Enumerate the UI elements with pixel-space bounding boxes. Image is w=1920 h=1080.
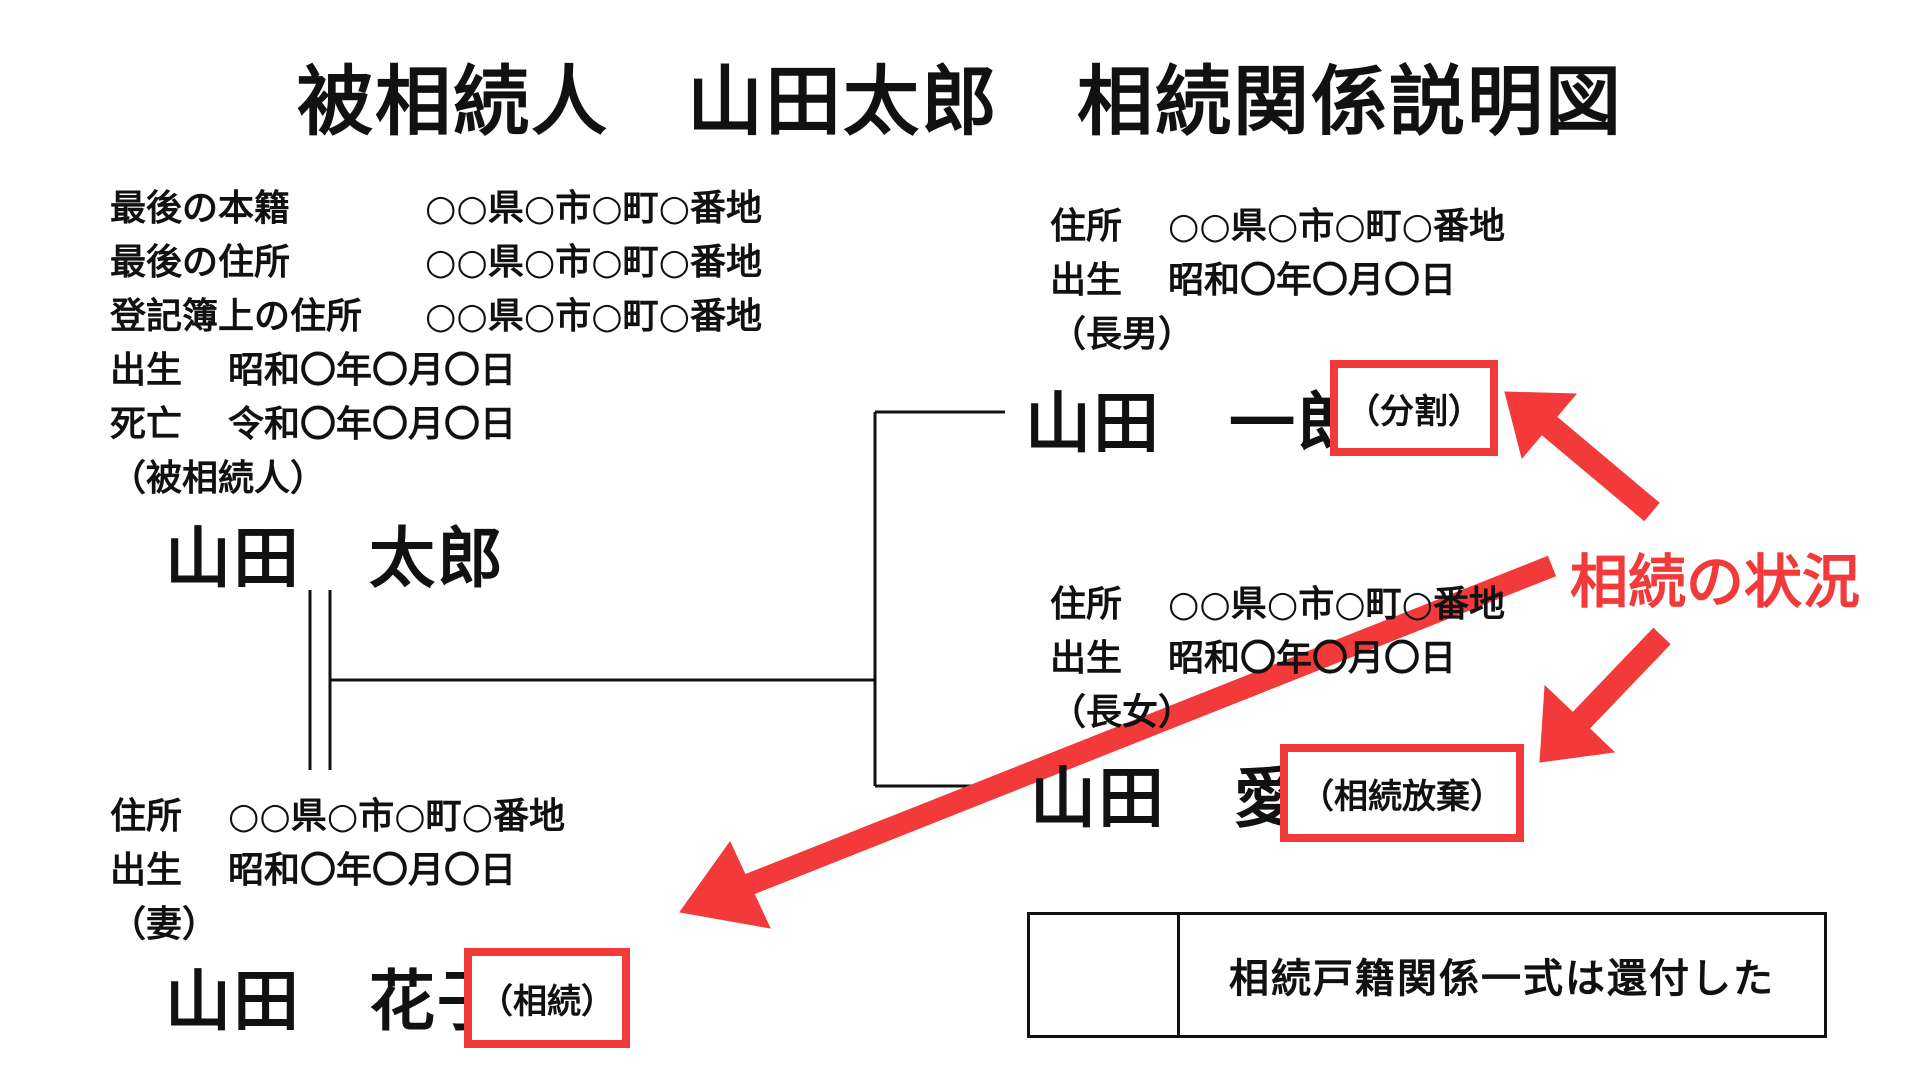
birth-value: 昭和〇年〇月〇日 (1168, 638, 1457, 679)
son-info: 住所 ○○県○市○町○番地 出生 昭和〇年〇月〇日 （長男） (1050, 200, 1505, 362)
row-label: 登記簿上の住所 (110, 296, 363, 337)
daughter-name: 山田 愛 (1030, 760, 1302, 837)
decedent-row: 登記簿上の住所 ○○県○市○町○番地 (110, 290, 762, 344)
row-value: 令和〇年〇月〇日 (228, 404, 517, 445)
son-birth-row: 出生 昭和〇年〇月〇日 (1050, 254, 1505, 308)
daughter-status-box: （相続放棄） (1280, 744, 1524, 842)
son-name: 山田 一郎 (1025, 385, 1365, 462)
row-label: 最後の住所 (110, 242, 291, 283)
decedent-relation: （被相続人） (110, 458, 327, 499)
stamp-box: 相続戸籍関係一式は還付した (1027, 912, 1827, 1038)
decedent-name: 山田 太郎 (165, 520, 505, 597)
daughter-relation: （長女） (1050, 692, 1195, 733)
arrow-to-daughter (1539, 627, 1671, 763)
son-status-box: （分割） (1330, 360, 1498, 456)
row-value: ○○県○市○町○番地 (425, 296, 763, 337)
decedent-row: 出生 昭和〇年〇月〇日 (110, 344, 762, 398)
wife-relation: （妻） (110, 904, 219, 945)
arrow-to-son (1504, 391, 1660, 522)
stamp-note: 相続戸籍関係一式は還付した (1229, 956, 1775, 1002)
daughter-info: 住所 ○○県○市○町○番地 出生 昭和〇年〇月〇日 （長女） (1050, 578, 1505, 740)
decedent-row: 最後の本籍 ○○県○市○町○番地 (110, 182, 762, 236)
address-label: 住所 (1050, 584, 1123, 625)
seal-cell (1030, 915, 1180, 1035)
page-title: 被相続人 山田太郎 相続関係説明図 (297, 57, 1623, 146)
daughter-address-row: 住所 ○○県○市○町○番地 (1050, 578, 1505, 632)
annotation-label: 相続の状況 (1570, 548, 1861, 616)
address-label: 住所 (1050, 206, 1123, 247)
address-value: ○○県○市○町○番地 (228, 796, 566, 837)
address-value: ○○県○市○町○番地 (1168, 584, 1506, 625)
row-value: ○○県○市○町○番地 (425, 188, 763, 229)
wife-birth-row: 出生 昭和〇年〇月〇日 (110, 844, 565, 898)
wife-status-box: （相続） (464, 948, 630, 1048)
birth-value: 昭和〇年〇月〇日 (1168, 260, 1457, 301)
row-label: 最後の本籍 (110, 188, 291, 229)
decedent-info: 最後の本籍 ○○県○市○町○番地 最後の住所 ○○県○市○町○番地 登記簿上の住… (110, 182, 762, 506)
daughter-birth-row: 出生 昭和〇年〇月〇日 (1050, 632, 1505, 686)
decedent-row: 死亡 令和〇年〇月〇日 (110, 398, 762, 452)
wife-address-row: 住所 ○○県○市○町○番地 (110, 790, 565, 844)
birth-label: 出生 (1050, 638, 1123, 679)
row-value: 昭和〇年〇月〇日 (228, 350, 517, 391)
decedent-row: 最後の住所 ○○県○市○町○番地 (110, 236, 762, 290)
birth-label: 出生 (1050, 260, 1123, 301)
row-value: ○○県○市○町○番地 (425, 242, 763, 283)
birth-value: 昭和〇年〇月〇日 (228, 850, 517, 891)
wife-name: 山田 花子 (165, 963, 505, 1040)
address-value: ○○県○市○町○番地 (1168, 206, 1506, 247)
birth-label: 出生 (110, 850, 183, 891)
arrow-to-wife (679, 555, 1557, 929)
son-address-row: 住所 ○○県○市○町○番地 (1050, 200, 1505, 254)
wife-info: 住所 ○○県○市○町○番地 出生 昭和〇年〇月〇日 （妻） (110, 790, 565, 952)
address-label: 住所 (110, 796, 183, 837)
row-label: 死亡 (110, 404, 183, 445)
row-label: 出生 (110, 350, 183, 391)
son-relation: （長男） (1050, 314, 1195, 355)
